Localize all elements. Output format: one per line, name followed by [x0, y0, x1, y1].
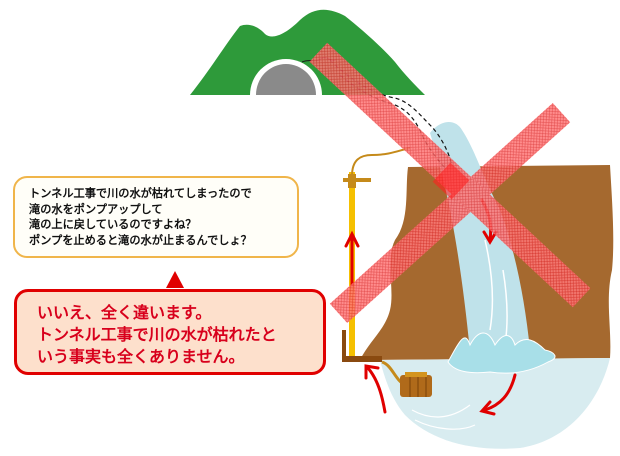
pump-icon — [400, 372, 432, 397]
answer-bubble-pointer — [166, 271, 184, 288]
mountain — [190, 9, 425, 96]
answer-line-3: いう事実も全くありません。 — [37, 347, 245, 366]
answer-line-1: いいえ、全く違います。 — [37, 303, 212, 322]
pool — [380, 358, 610, 449]
answer-line-2: トンネル工事で川の水が枯れたと — [37, 325, 277, 344]
question-line-1: トンネル工事で川の水が枯れてしまったので — [29, 187, 252, 200]
question-line-2: 滝の水をポンプアップして — [29, 202, 163, 216]
question-line-3: 滝の上に戻しているのですよね？ — [29, 218, 197, 231]
cross-center — [432, 162, 470, 200]
question-speech-bubble: トンネル工事で川の水が枯れてしまったので 滝の水をポンプアップして 滝の上に戻し… — [13, 176, 299, 258]
answer-speech-bubble: いいえ、全く違います。 トンネル工事で川の水が枯れたと いう事実も全くありません… — [14, 289, 326, 375]
question-line-4: ポンプを止めると滝の水が止まるんでしょ？ — [29, 233, 252, 247]
tunnel-icon — [250, 58, 322, 95]
